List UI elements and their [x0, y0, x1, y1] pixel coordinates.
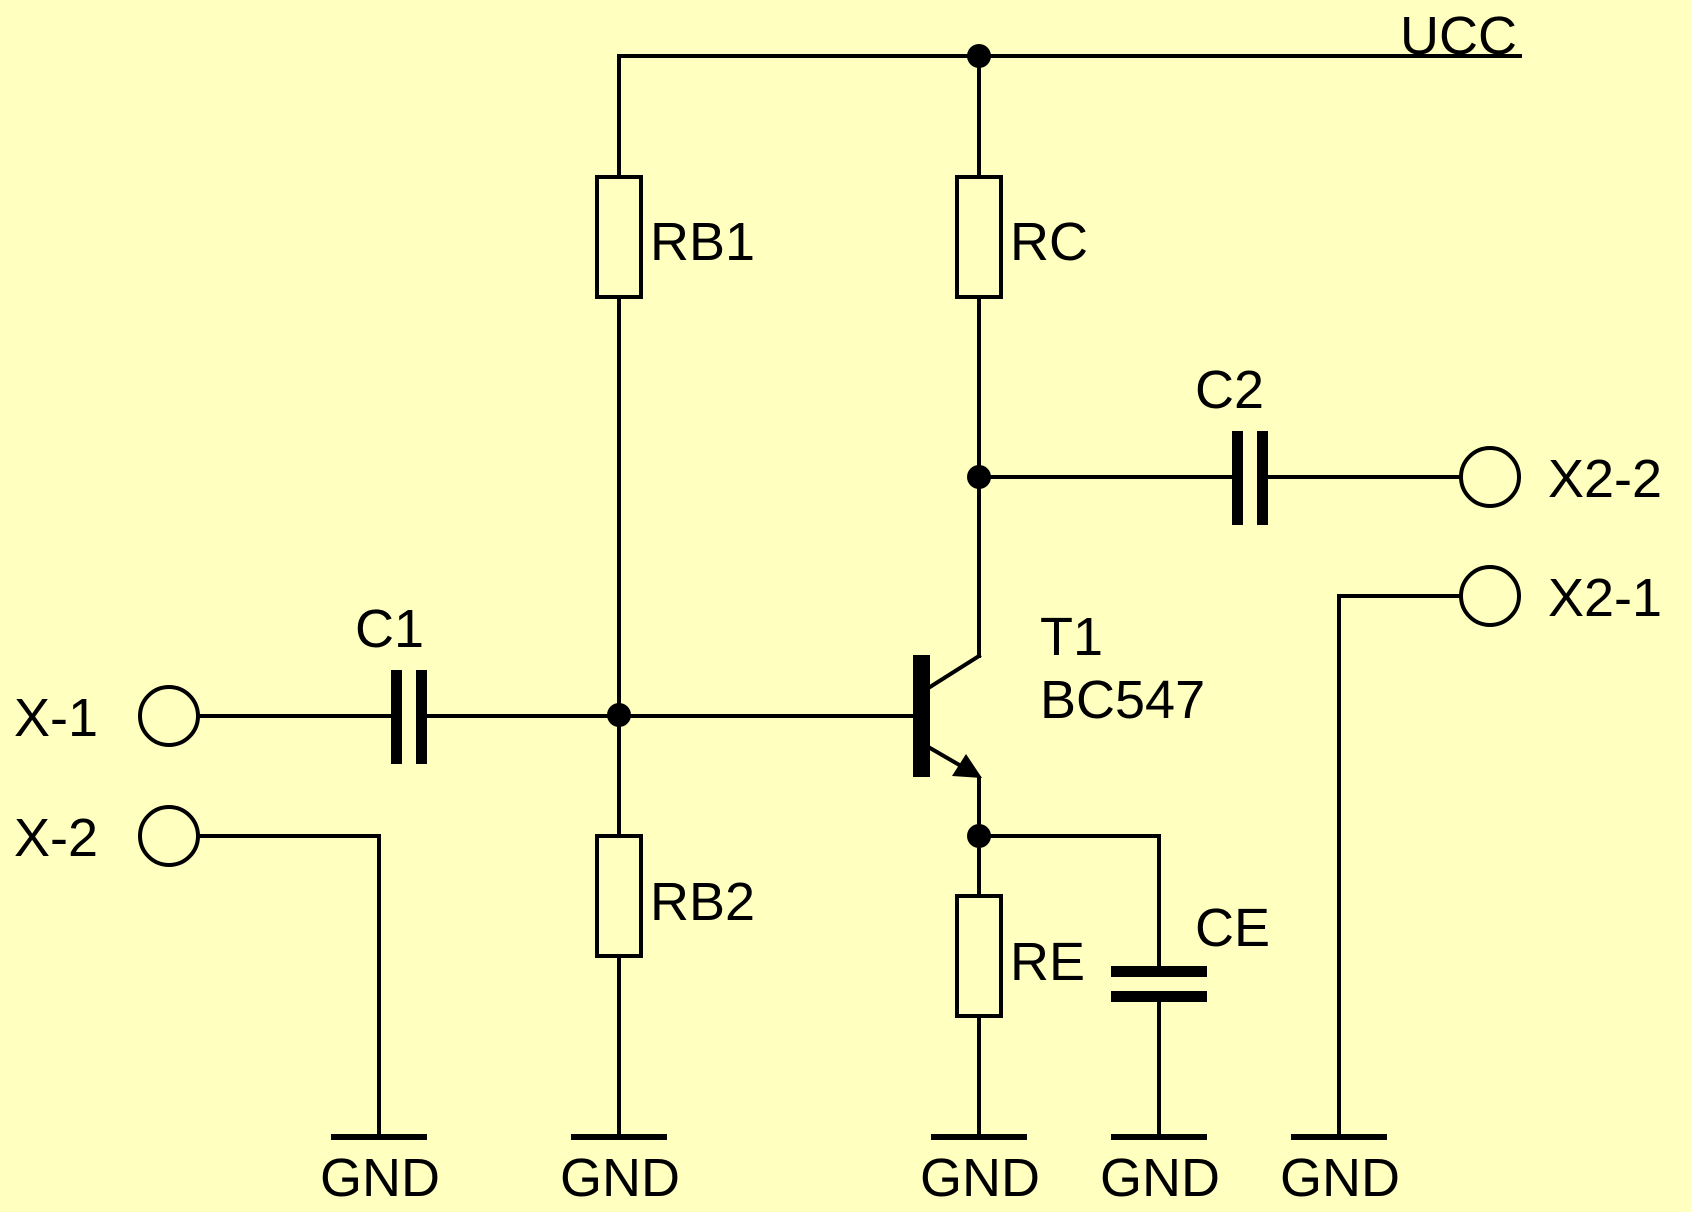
transistor-t1-collector [927, 653, 982, 690]
gnd-label-x2: GND [320, 1148, 440, 1208]
x2-label: X-2 [14, 808, 98, 868]
c1-label: C1 [355, 599, 424, 659]
wire-x2-gnd [196, 834, 381, 1139]
gnd-label-re: GND [920, 1148, 1040, 1208]
x2-1-label: X2-1 [1548, 568, 1662, 628]
c2-label: C2 [1195, 360, 1264, 420]
resistor-rc [955, 175, 1003, 299]
capacitor-c2-plate-left [1232, 431, 1243, 525]
t1-label: T1 [1040, 607, 1103, 667]
terminal-x2-2 [1459, 446, 1521, 508]
gnd-label-ce: GND [1100, 1148, 1220, 1208]
resistor-re [955, 894, 1003, 1018]
x1-label: X-1 [14, 688, 98, 748]
resistor-rb1 [595, 175, 643, 299]
gnd-label-x21: GND [1280, 1148, 1400, 1208]
terminal-x2 [138, 805, 200, 867]
capacitor-ce-plate-top [1111, 966, 1207, 977]
terminal-x2-1 [1459, 565, 1521, 627]
wire-emitter-ce [977, 834, 1161, 973]
ce-label: CE [1195, 898, 1270, 958]
resistor-rb2 [595, 834, 643, 958]
wire-x21-gnd [1337, 594, 1462, 1139]
capacitor-c1-plate-left [391, 670, 402, 764]
gnd-label-rb2: GND [560, 1148, 680, 1208]
rb1-label: RB1 [650, 212, 755, 272]
terminal-x1 [138, 685, 200, 747]
re-label: RE [1010, 932, 1085, 992]
rb2-label: RB2 [650, 872, 755, 932]
rc-label: RC [1010, 212, 1088, 272]
x2-2-label: X2-2 [1548, 449, 1662, 509]
ucc-label: UCC [1400, 6, 1517, 66]
t1-part-label: BC547 [1040, 670, 1205, 730]
transistor-t1-base-bar [913, 655, 930, 777]
transistor-t1-emitter-arrow [952, 754, 982, 778]
